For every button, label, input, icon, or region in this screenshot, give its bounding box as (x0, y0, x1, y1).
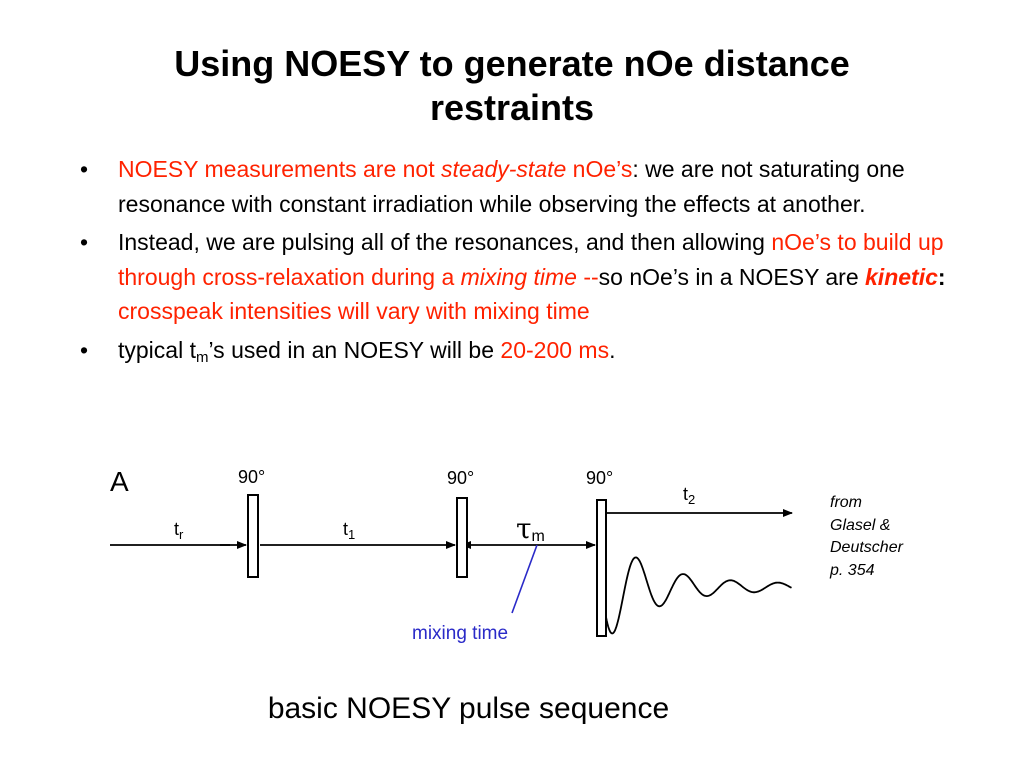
bullet2-text-7: : (937, 263, 946, 290)
bullet-item-1: • NOESY measurements are not steady-state… (80, 152, 960, 221)
tau-m-label: τm (516, 512, 545, 545)
bullet3-text-1: typical t (118, 336, 196, 363)
pulse-label-1: 90° (238, 467, 265, 487)
credit-line-4: p. 354 (830, 561, 875, 579)
bullet2-text-3: mixing time (460, 263, 577, 290)
pulse-label-3: 90° (586, 468, 613, 488)
bullet-marker: • (80, 336, 89, 363)
title-line-2: restraints (429, 87, 595, 128)
title-line-1: Using NOESY to generate nOe distance (174, 43, 850, 84)
bullet1-text-1: NOESY measurements are not (118, 156, 441, 182)
bullet2-text-1: Instead, we are pulsing all of the reson… (118, 229, 772, 255)
bullet2-text-2: nOe’s to build up through cross-relaxati… (118, 229, 944, 290)
bullet-list: • NOESY measurements are not steady-state… (80, 152, 960, 371)
bullet-marker: • (80, 229, 89, 255)
credit-line-3: Deutscher (830, 539, 903, 556)
pulse-label-2: 90° (447, 468, 474, 488)
bullet2-text-8: crosspeak intensities will vary with mix… (118, 298, 590, 324)
bullet3-text-4: 20-200 ms (500, 336, 610, 363)
credit-line-2: Glasel & (830, 516, 891, 534)
bullet3-text-5: . (609, 336, 616, 363)
figure-caption: basic NOESY pulse sequence (267, 692, 670, 725)
bullet3-text-3: ’s used in an NOESY will be (208, 336, 501, 363)
credit-line-1: from (830, 494, 862, 511)
bullet3-subscript: m (195, 348, 209, 366)
tr-label: tr (174, 519, 184, 542)
bullet-item-3: • typical tm’s used in an NOESY will be 2… (80, 333, 960, 368)
slide-title: Using NOESY to generate nOe distance res… (0, 42, 1024, 130)
bullet1-text-3: nOe’s (566, 156, 633, 182)
fid-decay-signal (605, 556, 792, 635)
panel-letter: A (110, 466, 129, 497)
bullet2-text-4: -- (576, 263, 599, 290)
bullet2-text-6: kinetic (865, 263, 938, 290)
t2-label: t2 (683, 484, 695, 507)
pulse-bar-2 (456, 497, 468, 578)
bullet1-text-2: steady-state (441, 156, 567, 182)
mixing-time-pointer (511, 544, 538, 614)
t1-label: t1 (343, 519, 355, 542)
bullet1-text-4: : we are not saturating one resonance wi… (118, 156, 905, 217)
pulse-bar-1 (247, 494, 259, 578)
pulse-bar-3 (596, 499, 607, 637)
bullet2-text-5: so nOe’s in a NOESY are (598, 263, 866, 290)
source-credit: from Glasel & Deutscher p. 354 (830, 492, 903, 582)
mixing-time-label: mixing time (412, 623, 509, 644)
bullet-marker: • (80, 156, 89, 182)
noesy-pulse-sequence-diagram: A 90° 90° 90° tr t1 τm t2 (110, 466, 793, 637)
bullet-item-2: • Instead, we are pulsing all of the reso… (80, 225, 960, 329)
